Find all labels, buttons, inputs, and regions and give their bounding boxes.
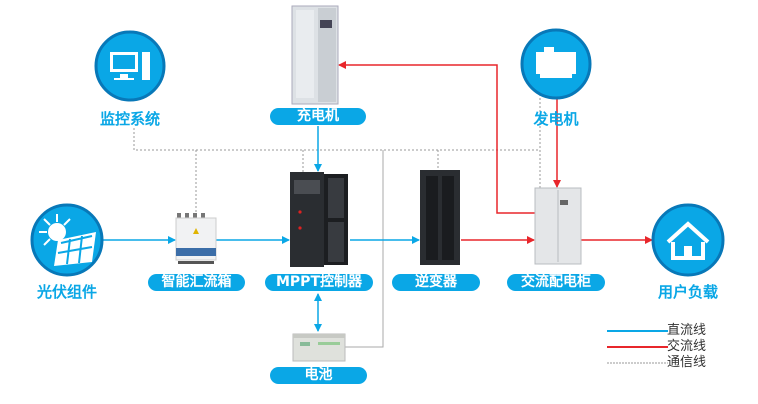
legend-ac-label: 交流线	[667, 339, 707, 354]
solar-panel-icon	[30, 203, 104, 277]
combiner-label: 智能汇流箱	[148, 274, 245, 291]
inverter-image	[420, 170, 460, 265]
battery-comm-line	[345, 150, 384, 348]
ac-cabinet-image	[534, 187, 582, 265]
charger-label: 充电机	[270, 108, 366, 125]
monitor-icon	[94, 30, 166, 102]
battery-label: 电池	[270, 367, 367, 384]
ac-line-cabinet-charger	[338, 61, 535, 214]
battery-image	[292, 333, 346, 362]
generator-icon	[520, 28, 592, 100]
generator-label: 发电机	[533, 110, 579, 128]
house-icon	[651, 203, 725, 277]
monitoring-label: 监控系统	[99, 110, 160, 128]
inverter-label: 逆变器	[392, 274, 480, 291]
combiner-box-image	[175, 213, 217, 264]
load-label: 用户负载	[657, 283, 718, 301]
pv-label: 光伏组件	[36, 283, 97, 301]
mppt-label: MPPT控制器	[265, 274, 373, 291]
legend-dc-label: 直流线	[667, 323, 707, 338]
legend-comm-label: 通信线	[667, 355, 707, 370]
ac-cabinet-label: 交流配电柜	[507, 274, 605, 291]
mppt-cabinet-image	[290, 172, 348, 267]
comm-lines	[133, 90, 541, 213]
charger-image	[291, 5, 339, 105]
